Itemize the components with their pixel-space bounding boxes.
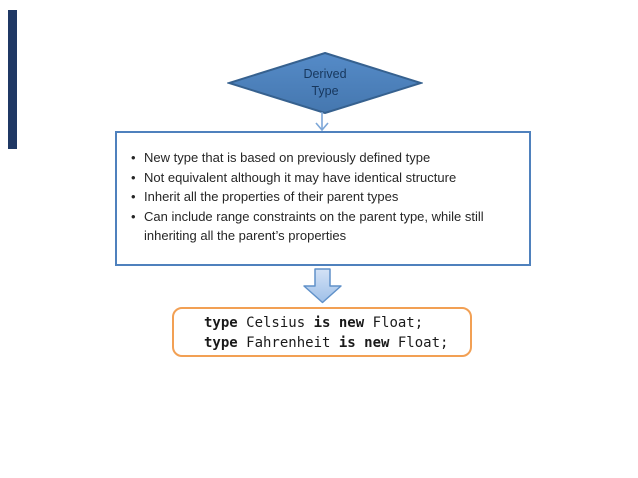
- code-box: type Celsius is new Float; type Fahrenhe…: [172, 307, 472, 357]
- bullet-item: New type that is based on previously def…: [130, 148, 521, 168]
- bullet-item: Not equivalent although it may have iden…: [130, 168, 521, 188]
- code-keyword: type: [204, 315, 238, 331]
- diamond-label: Derived Type: [227, 52, 423, 114]
- code-keyword: is new: [313, 315, 365, 331]
- bullet-item: Can include range constraints on the par…: [130, 207, 521, 246]
- code-text: Float;: [389, 335, 449, 351]
- code-text: Float;: [364, 315, 424, 331]
- code-text: Fahrenheit: [237, 335, 339, 351]
- connector-arrow-icon: [315, 112, 329, 132]
- left-accent-bar: [8, 10, 17, 149]
- code-line: type Celsius is new Float;: [204, 313, 470, 333]
- bullet-list: New type that is based on previously def…: [117, 133, 529, 246]
- code-keyword: type: [204, 335, 238, 351]
- code-text: Celsius: [237, 315, 314, 331]
- bullet-item: Inherit all the properties of their pare…: [130, 187, 521, 207]
- derived-type-diamond: Derived Type: [227, 52, 423, 114]
- diamond-label-line2: Type: [311, 84, 339, 98]
- down-block-arrow-icon: [303, 268, 342, 304]
- diamond-label-line1: Derived: [303, 67, 347, 81]
- code-keyword: is new: [338, 335, 390, 351]
- definition-box: New type that is based on previously def…: [115, 131, 531, 266]
- code-line: type Fahrenheit is new Float;: [204, 333, 470, 353]
- diamond-shape: [227, 52, 423, 114]
